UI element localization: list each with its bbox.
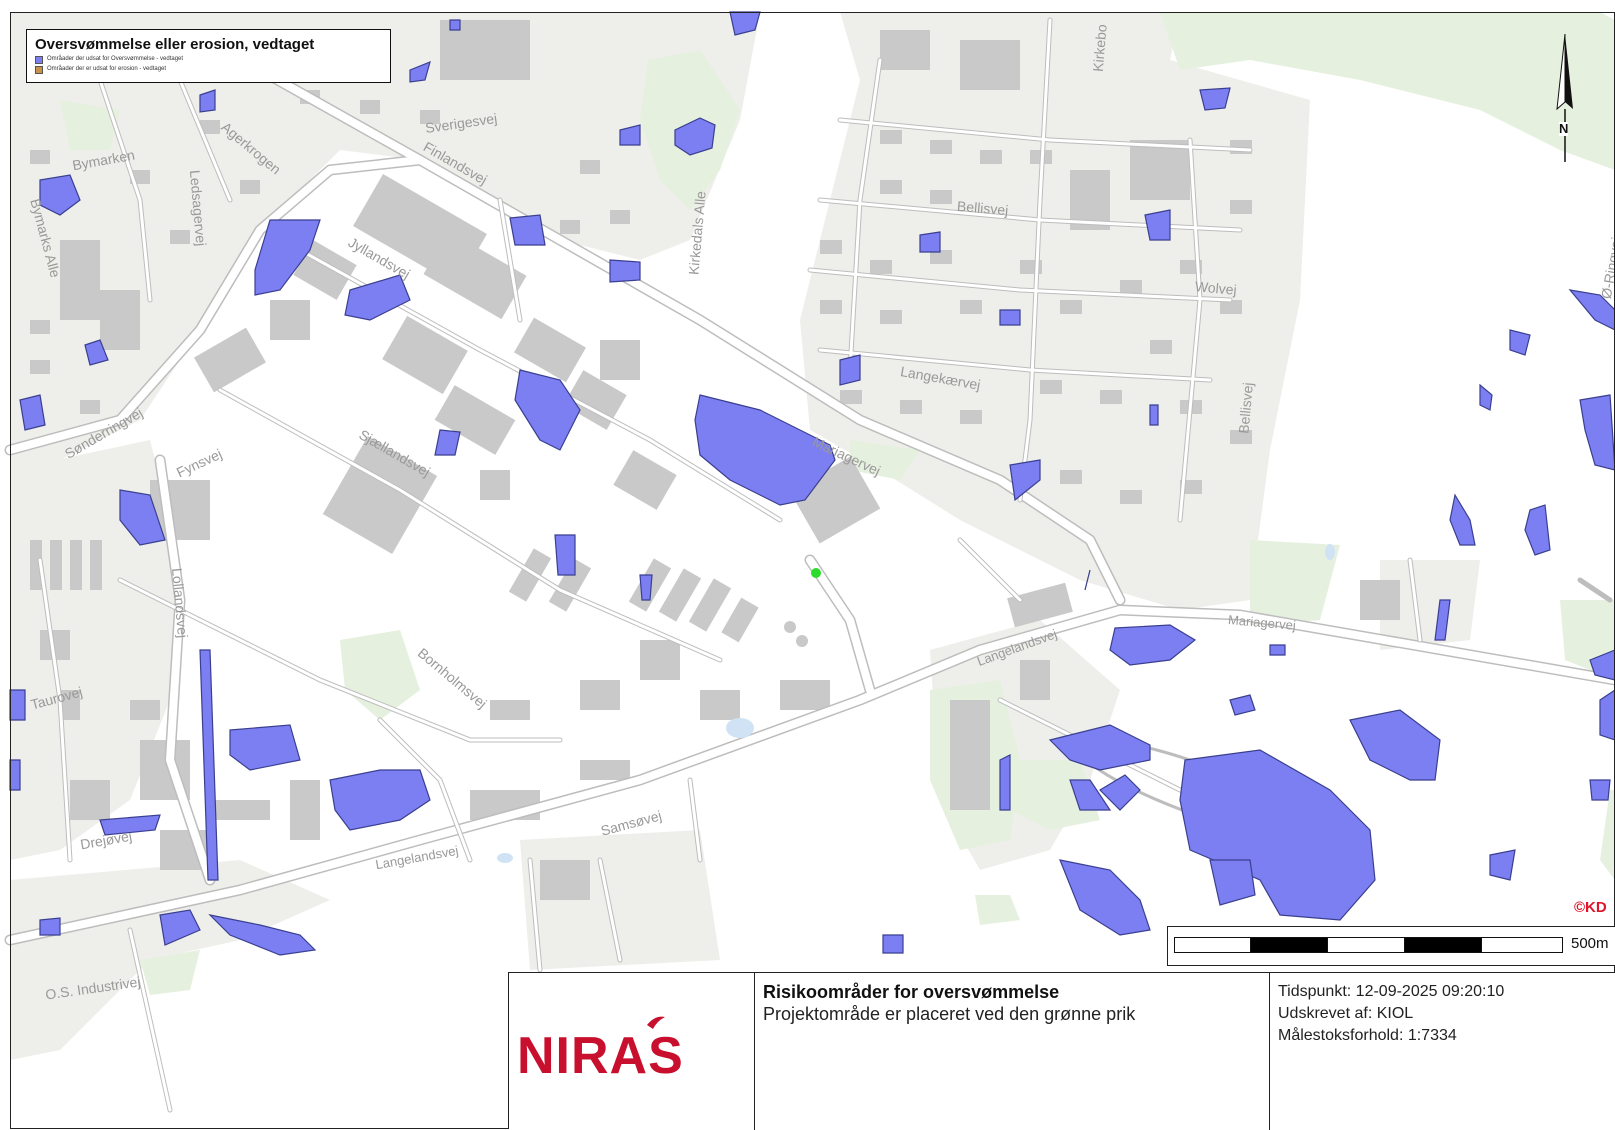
copyright-text: ©KD bbox=[1574, 899, 1607, 916]
roads bbox=[4, 17, 1615, 1113]
scale-segment bbox=[1404, 937, 1483, 953]
legend-title: Oversvømmelse eller erosion, vedtaget bbox=[35, 36, 315, 53]
legend: Oversvømmelse eller erosion, vedtaget Om… bbox=[26, 29, 391, 83]
scale-segment bbox=[1174, 937, 1252, 953]
flood-areas bbox=[9, 11, 1615, 956]
info-panel: Tidspunkt: 12-09-2025 09:20:10 Udskrevet… bbox=[1270, 973, 1615, 1130]
scale-ratio: Målestoksforhold: 1:7334 bbox=[1278, 1027, 1457, 1044]
legend-item-label: Områader der er udsat for erosion - vedt… bbox=[47, 66, 167, 72]
title-block: NIRAS Risikoområder for oversvømmelse Pr… bbox=[508, 972, 1615, 1130]
ponds bbox=[497, 544, 1335, 863]
project-dot bbox=[811, 568, 821, 578]
scale-segment bbox=[1250, 937, 1329, 953]
scale-bar: 500m bbox=[1167, 926, 1615, 966]
svg-text:NIRAS: NIRAS bbox=[517, 1027, 684, 1083]
timestamp: Tidspunkt: 12-09-2025 09:20:10 bbox=[1278, 983, 1505, 1000]
flood-swatch bbox=[35, 55, 43, 64]
printed-by: Udskrevet af: KIOL bbox=[1278, 1005, 1414, 1022]
niras-logo: NIRAS bbox=[517, 1016, 684, 1083]
legend-item-label: Områader der udsat for Oversvømmelse - v… bbox=[47, 56, 184, 62]
logo-panel: NIRAS bbox=[509, 973, 755, 1130]
legend-item-erosion: Områader der er udsat for erosion - vedt… bbox=[35, 65, 382, 74]
erosion-swatch bbox=[35, 65, 43, 74]
north-label: N bbox=[1559, 121, 1569, 136]
map-subtitle: Projektområde er placeret ved den grønne… bbox=[763, 1004, 1136, 1024]
scale-label: 500m bbox=[1571, 935, 1609, 952]
map-title: Risikoområder for oversvømmelse bbox=[763, 982, 1060, 1002]
scale-segment bbox=[1327, 937, 1406, 953]
legend-item-flood: Områader der udsat for Oversvømmelse - v… bbox=[35, 55, 382, 64]
north-arrow-icon: N bbox=[1553, 33, 1577, 164]
title-panel: Risikoområder for oversvømmelse Projekto… bbox=[755, 973, 1270, 1130]
scale-segment bbox=[1481, 937, 1563, 953]
building-grid bbox=[30, 90, 1252, 590]
